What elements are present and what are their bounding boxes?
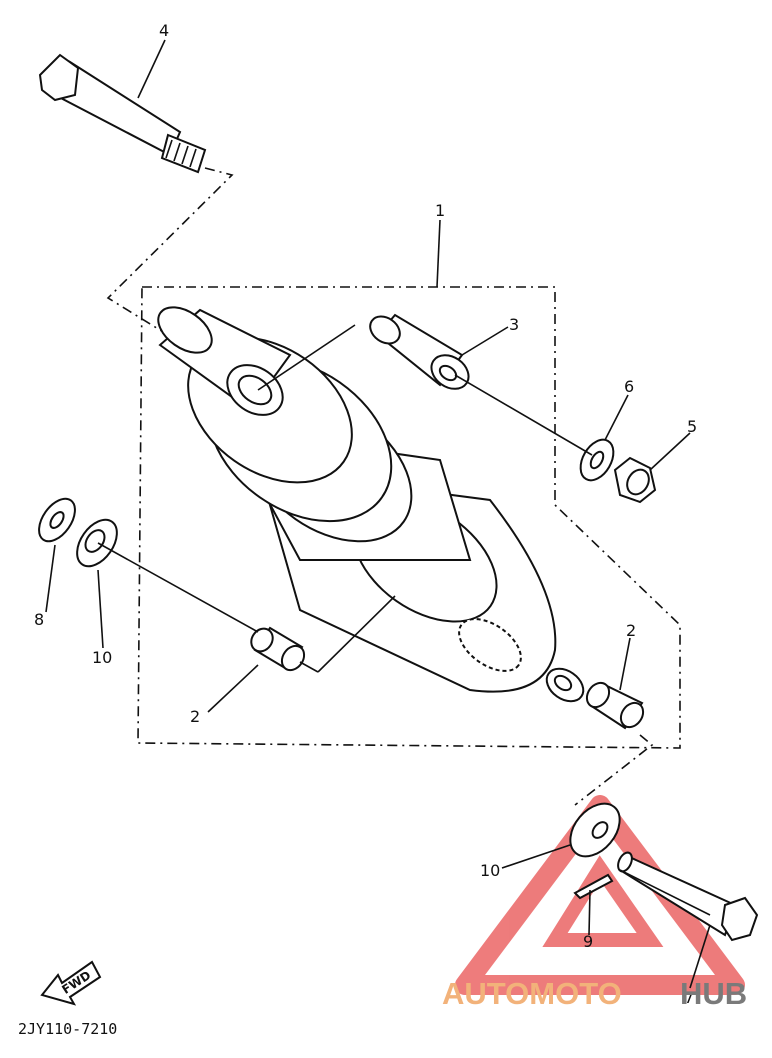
- callout-1: 1: [435, 201, 445, 220]
- bolt-7: [617, 851, 759, 942]
- bolt-4-path: [106, 167, 234, 336]
- nut-5: [613, 456, 657, 504]
- callout-10-left: 10: [92, 648, 112, 667]
- seal-10-right: [569, 802, 621, 858]
- bolt-7-path: [574, 734, 654, 806]
- watermark-text-automoto: AUTOMOTO: [442, 976, 622, 1011]
- collar-3: [369, 313, 470, 390]
- callout-8: 8: [34, 610, 44, 629]
- seal-10-left: [76, 518, 118, 568]
- callout-6: 6: [624, 377, 634, 396]
- fwd-arrow-icon: FWD: [40, 960, 102, 1006]
- callout-2-right: 2: [626, 621, 636, 640]
- callout-7: 7: [684, 988, 694, 1007]
- diagram-code: 2JY110-7210: [18, 1020, 117, 1038]
- callout-2-left: 2: [190, 707, 200, 726]
- collar-2-right: [585, 681, 645, 730]
- callout-4: 4: [159, 21, 169, 40]
- cotter-pin-9: [573, 873, 614, 900]
- collar-2-left: [250, 626, 306, 672]
- leader-lines: [45, 39, 711, 989]
- callout-5: 5: [687, 417, 697, 436]
- callout-10-right: 10: [480, 861, 500, 880]
- callout-3: 3: [509, 315, 519, 334]
- callout-9: 9: [583, 932, 593, 951]
- bolt-4: [38, 53, 207, 174]
- assembly-boundary: [137, 286, 681, 749]
- shock-absorber: [157, 306, 585, 703]
- watermark-text-hub: HUB: [680, 976, 747, 1011]
